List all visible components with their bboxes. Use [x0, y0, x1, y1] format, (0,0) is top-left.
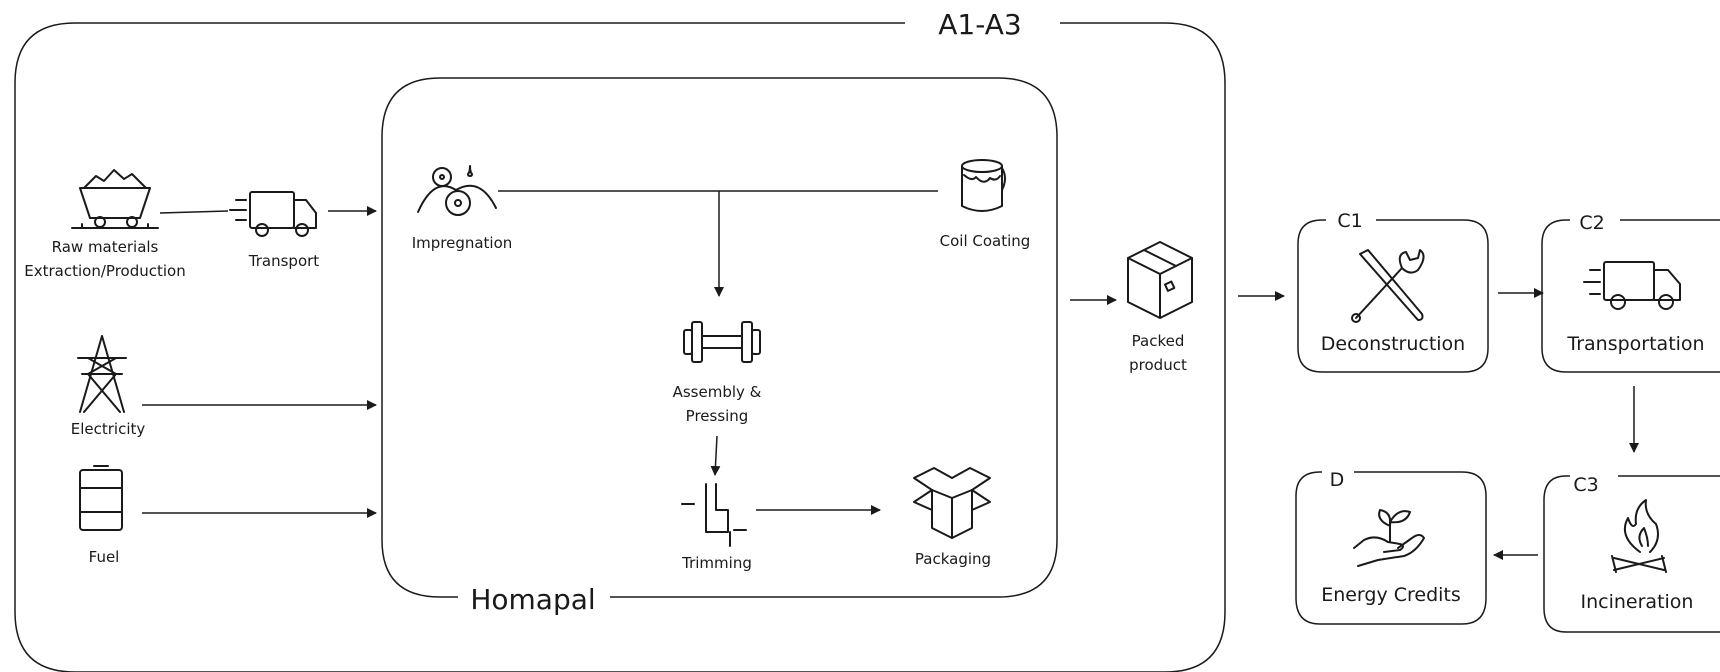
c2-label: Transportation — [1566, 333, 1704, 355]
fuel-label: Fuel — [89, 548, 120, 566]
stage-c1: C1 Deconstruction — [1297, 210, 1489, 373]
packaging-node: Packaging — [913, 467, 991, 568]
a1-a3-title: A1-A3 — [938, 8, 1021, 41]
stage-c3: C3 Incineration — [1543, 474, 1720, 633]
campfire-icon — [1611, 499, 1667, 573]
coil-coating-label: Coil Coating — [940, 232, 1031, 250]
pressing-label: Pressing — [686, 407, 749, 425]
product-label: product — [1129, 356, 1187, 374]
c1-code: C1 — [1337, 210, 1362, 232]
assembly-pressing-node: Assembly & Pressing — [673, 321, 762, 425]
d-code: D — [1330, 469, 1345, 491]
electricity-label: Electricity — [71, 420, 146, 438]
paint-bucket-icon — [961, 159, 1006, 212]
open-box-icon — [913, 467, 991, 539]
box-icon — [1127, 241, 1193, 319]
electricity-node: Electricity — [71, 335, 146, 438]
homapal-boundary: Homapal — [381, 77, 1058, 616]
transport-node: Transport — [229, 191, 320, 270]
transport-label: Transport — [248, 252, 320, 270]
stage-d: D Energy Credits — [1295, 469, 1487, 625]
power-pylon-icon — [77, 335, 127, 413]
oil-barrel-icon — [79, 465, 123, 531]
impregnation-node: Impregnation — [412, 165, 513, 252]
tools-icon — [1351, 249, 1425, 323]
raw-materials-label: Raw materials — [52, 238, 159, 256]
a1-a3-boundary: A1-A3 — [14, 8, 1226, 672]
c3-code: C3 — [1573, 474, 1598, 496]
trimming-label: Trimming — [681, 554, 752, 572]
impregnation-label: Impregnation — [412, 234, 513, 252]
c3-label: Incineration — [1581, 591, 1694, 613]
c1-label: Deconstruction — [1321, 333, 1465, 355]
press-icon — [683, 321, 761, 363]
process-connectors — [498, 190, 1117, 515]
impregnation-roller-icon — [417, 165, 497, 216]
hand-plant-icon — [1353, 509, 1425, 567]
fuel-node: Fuel — [79, 465, 123, 566]
assembly-label: Assembly & — [673, 383, 762, 401]
packaging-label: Packaging — [915, 550, 991, 568]
raw-materials-node: Raw materials Extraction/Production — [24, 169, 186, 280]
c2-code: C2 — [1579, 212, 1604, 234]
packed-label: Packed — [1132, 332, 1185, 350]
truck-icon — [229, 191, 317, 237]
truck-icon — [1583, 261, 1681, 310]
trim-cut-icon — [681, 483, 747, 547]
stage-c2: C2 Transportation — [1541, 212, 1720, 373]
raw-materials-sublabel: Extraction/Production — [24, 262, 185, 280]
coil-coating-node: Coil Coating — [940, 159, 1031, 250]
input-connectors — [142, 206, 377, 518]
trimming-node: Trimming — [681, 483, 752, 572]
homapal-title: Homapal — [470, 583, 595, 616]
d-label: Energy Credits — [1321, 584, 1461, 606]
packed-product-node: Packed product — [1127, 241, 1193, 374]
mining-cart-icon — [71, 169, 159, 229]
